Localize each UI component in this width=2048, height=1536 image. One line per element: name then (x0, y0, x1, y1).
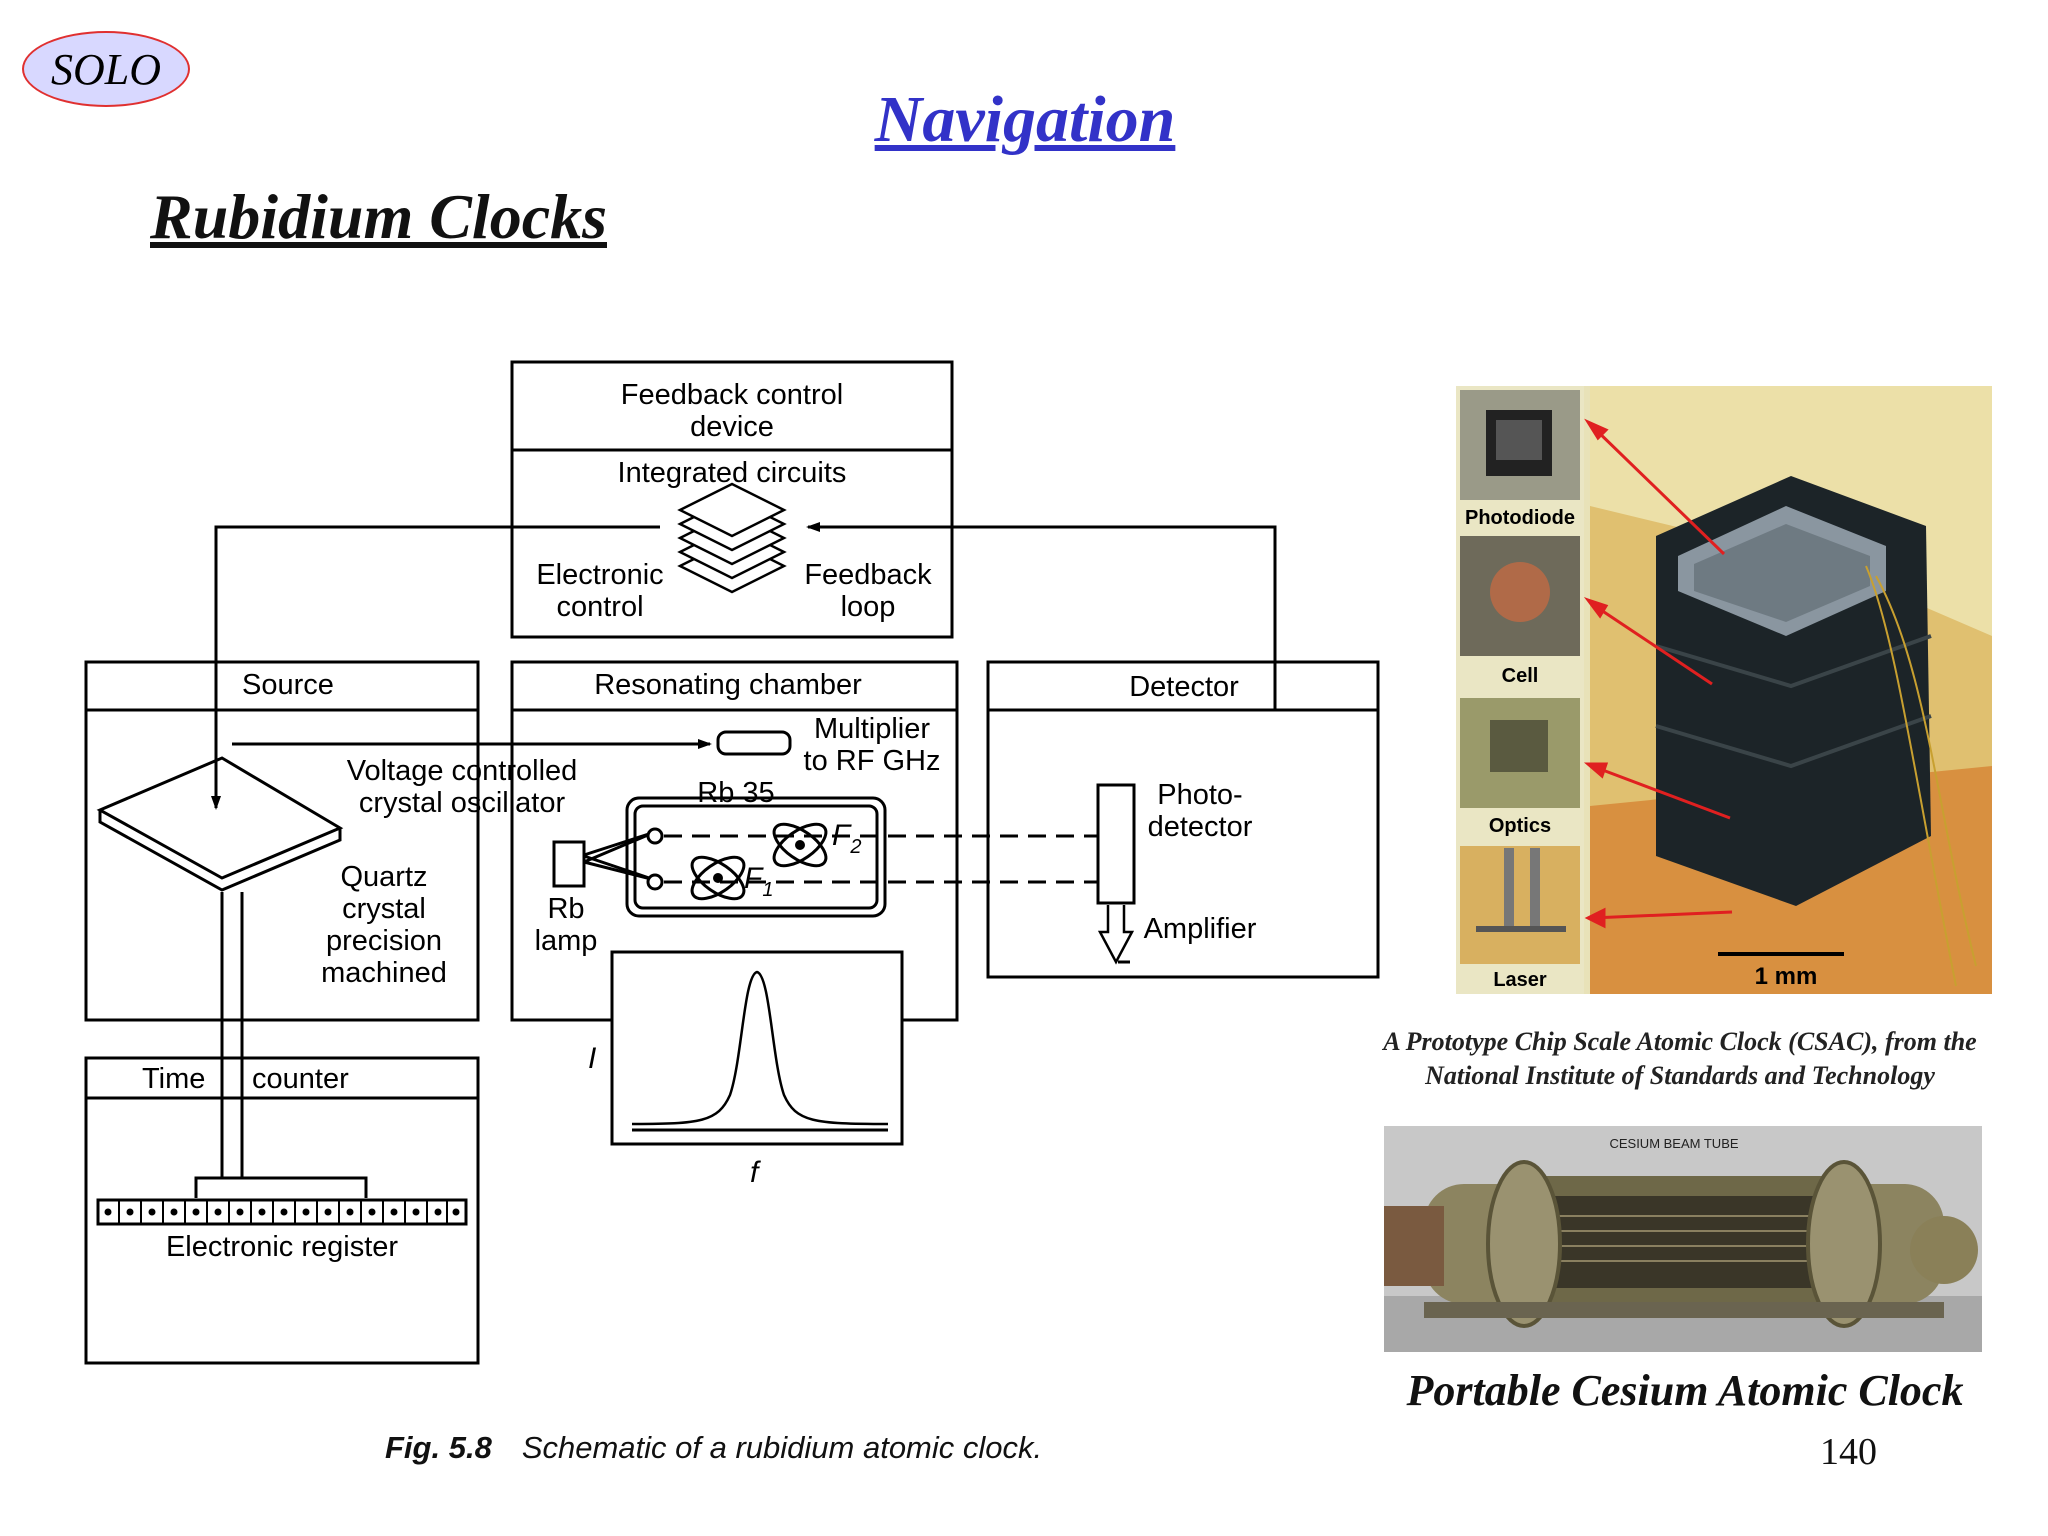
label-multiplier-2: to RF GHz (804, 745, 941, 777)
csac-label-laser: Laser (1493, 969, 1547, 991)
resonance-curve (631, 970, 889, 1126)
feedback-line-right (806, 522, 1277, 710)
feedback-line-left (211, 525, 660, 810)
solo-logo-text: SOLO (50, 44, 162, 94)
label-counter: counter (252, 1063, 349, 1095)
label-quartz-2: crystal (342, 893, 426, 925)
thumb-laser (1460, 846, 1580, 964)
csac-label-cell: Cell (1502, 665, 1539, 687)
page-number: 140 (1820, 1431, 1877, 1473)
label-electronic-control-1: Electronic (536, 559, 663, 591)
label-photodetector-2: detector (1148, 811, 1253, 843)
label-integrated-circuits: Integrated circuits (618, 457, 847, 489)
figure-caption-text: Schematic of a rubidium atomic clock. (521, 1430, 1043, 1465)
feedback-control-box (510, 360, 954, 639)
resonance-plot (610, 950, 904, 1146)
multiplier-coil (716, 730, 792, 756)
solo-logo: SOLO (22, 31, 190, 107)
label-feedback-loop-1: Feedback (804, 559, 932, 591)
label-photodetector-1: Photo- (1157, 779, 1242, 811)
label-amplifier: Amplifier (1144, 913, 1257, 945)
label-multiplier-1: Multiplier (814, 713, 930, 745)
source-box (84, 660, 480, 1022)
plot-ylabel: I (588, 1042, 596, 1075)
detector-box (986, 660, 1380, 979)
label-quartz-1: Quartz (340, 861, 427, 893)
csac-scale-bar: 1 mm (1755, 963, 1818, 990)
label-detector: Detector (1129, 671, 1239, 703)
figure-caption-label: Fig. 5.8 (385, 1430, 492, 1465)
csac-label-photodiode: Photodiode (1465, 507, 1575, 529)
csac-caption-line-1: A Prototype Chip Scale Atomic Clock (CSA… (1383, 1027, 1977, 1056)
amplifier-arrow (1097, 905, 1135, 965)
label-source: Source (242, 669, 334, 701)
label-f1: F1 (744, 862, 773, 901)
plot-xlabel: f (750, 1156, 761, 1189)
rubidium-clock-schematic: Feedback control device Integrated circu… (84, 360, 1380, 1365)
csac-photo: Photodiode Cell Optics Laser 1 mm (1456, 386, 1992, 994)
electronic-register-strip (96, 1198, 468, 1226)
cesium-clock-photo: CESIUM BEAM TUBE (1384, 1126, 1982, 1352)
photodetector (1096, 783, 1136, 905)
rb35-cell (625, 796, 887, 918)
figure-caption: Fig. 5.8 Schematic of a rubidium atomic c… (385, 1430, 1042, 1466)
slide-subtitle: Rubidium Clocks (150, 181, 607, 252)
label-vco-1: Voltage controlled (347, 755, 578, 787)
csac-caption-line-2: National Institute of Standards and Tech… (1425, 1061, 1935, 1090)
cesium-caption: Portable Cesium Atomic Clock (1406, 1366, 1964, 1415)
csac-caption: A Prototype Chip Scale Atomic Clock (CSA… (1310, 1025, 2048, 1093)
label-electronic-register: Electronic register (166, 1231, 398, 1263)
register-dots (104, 1208, 460, 1216)
cesium-tube-label: CESIUM BEAM TUBE (1609, 1136, 1738, 1151)
label-f2: F2 (832, 819, 861, 858)
label-feedback-control-2: device (690, 411, 774, 443)
label-vco-2: crystal oscillator (359, 787, 566, 819)
rb-lamp (552, 840, 586, 888)
label-feedback-control-1: Feedback control (621, 379, 843, 411)
page-title: Navigation (874, 83, 1176, 156)
label-rb35: Rb 35 (697, 777, 774, 809)
label-electronic-control-2: control (556, 591, 643, 623)
label-rb-lamp-2: lamp (535, 925, 598, 957)
label-quartz-4: machined (321, 957, 447, 989)
label-feedback-loop-2: loop (841, 591, 896, 623)
label-rb-lamp-1: Rb (547, 893, 584, 925)
quartz-crystal (96, 756, 344, 880)
csac-label-optics: Optics (1489, 815, 1551, 837)
time-counter-box (84, 1056, 480, 1365)
label-resonating-chamber: Resonating chamber (594, 669, 862, 701)
integrated-circuit-icon (677, 482, 787, 594)
label-time: Time (142, 1063, 205, 1095)
label-quartz-3: precision (326, 925, 442, 957)
